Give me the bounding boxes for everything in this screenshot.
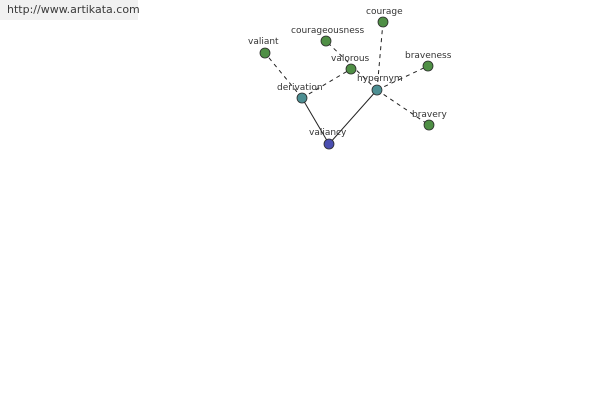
- node-hypernym[interactable]: [371, 84, 383, 96]
- node-label-valiant[interactable]: valiant: [248, 37, 279, 47]
- node-label-hypernym[interactable]: hypernym: [357, 74, 403, 84]
- node-label-bravery[interactable]: bravery: [412, 110, 447, 120]
- edge-valiancy-derivation: [301, 97, 330, 145]
- node-courageousness[interactable]: [320, 35, 332, 47]
- node-valiancy[interactable]: [323, 138, 335, 150]
- node-courage[interactable]: [377, 16, 389, 28]
- node-label-braveness[interactable]: braveness: [405, 51, 452, 61]
- source-url[interactable]: http://www.artikata.com: [7, 3, 140, 16]
- node-label-derivation[interactable]: derivation: [277, 83, 323, 93]
- source-url-bar: http://www.artikata.com: [0, 0, 140, 20]
- edge-hypernym-bravery: [376, 89, 430, 126]
- node-derivation[interactable]: [296, 92, 308, 104]
- edge-layer: [264, 21, 430, 145]
- node-label-valiancy[interactable]: valiancy: [309, 128, 347, 138]
- edge-hypernym-courage: [376, 21, 384, 91]
- node-label-courage[interactable]: courage: [366, 7, 403, 17]
- edge-derivation-valiant: [264, 52, 303, 99]
- node-valorous[interactable]: [345, 63, 357, 75]
- node-bravery[interactable]: [423, 119, 435, 131]
- edge-valiancy-hypernym: [328, 89, 378, 145]
- edge-hypernym-braveness: [376, 65, 429, 91]
- node-valiant[interactable]: [259, 47, 271, 59]
- node-layer: [259, 16, 435, 150]
- node-label-valorous[interactable]: valorous: [331, 54, 370, 64]
- node-label-courageousness[interactable]: courageousness: [291, 26, 364, 36]
- edge-derivation-valorous: [301, 68, 352, 99]
- label-layer: valiancy derivation hypernym valiant valorou…: [248, 7, 452, 138]
- node-braveness[interactable]: [422, 60, 434, 72]
